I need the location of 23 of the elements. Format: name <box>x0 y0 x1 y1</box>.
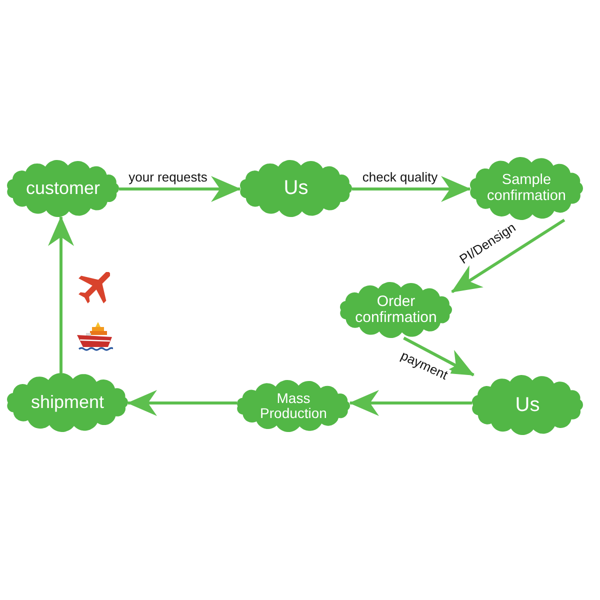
arrow <box>349 390 472 416</box>
edge-label: check quality <box>360 170 440 186</box>
arrow <box>48 216 74 373</box>
node-label: shipment <box>30 393 104 412</box>
node-label: Sample confirmation <box>486 173 567 204</box>
cloud-node <box>7 160 119 217</box>
node-label: Order confirmation <box>354 294 438 326</box>
cloud-node <box>237 380 350 432</box>
cloud-node <box>472 375 583 435</box>
cloud-node <box>470 157 583 220</box>
arrow <box>119 176 241 202</box>
node-label: Mass Production <box>259 391 328 421</box>
cloud-node <box>7 373 128 432</box>
node-label: Us <box>515 394 540 416</box>
arrow <box>127 390 237 416</box>
arrow <box>352 176 471 202</box>
cloud-node <box>240 160 352 217</box>
node-label: customer <box>26 179 100 198</box>
arrow <box>403 336 474 376</box>
arrow <box>451 218 566 294</box>
edge-label: your requests <box>126 170 210 186</box>
cloud-node <box>340 282 452 338</box>
node-label: Us <box>284 178 308 199</box>
